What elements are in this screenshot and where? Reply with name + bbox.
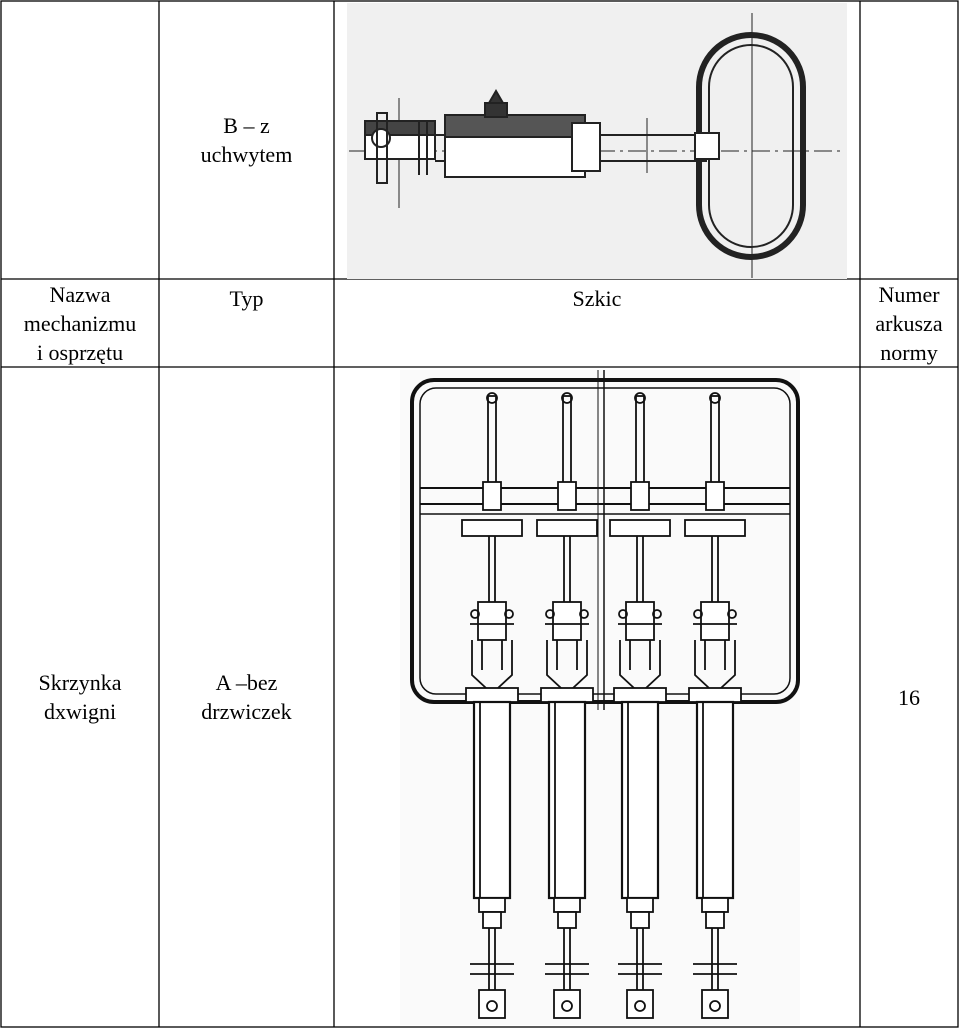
header-sheet-line1: Numer bbox=[878, 281, 940, 307]
main-row-name-cell: Skrzynka dxwigni bbox=[2, 368, 158, 1026]
sheet-number: 16 bbox=[898, 684, 920, 710]
header-sheet-line2: arkusza bbox=[875, 310, 943, 336]
type-b-line1: B – z bbox=[223, 113, 270, 138]
header-type-cell: Typ bbox=[160, 280, 333, 316]
type-a-line2: drzwiczek bbox=[201, 699, 292, 724]
type-b-line2: uchwytem bbox=[200, 142, 293, 167]
header-name-line2: mechanizmu bbox=[23, 310, 137, 336]
lever-box-drawing bbox=[400, 370, 800, 1025]
type-a-line1: A –bez bbox=[215, 670, 278, 695]
mechanism-name-line2: dxwigni bbox=[43, 699, 117, 724]
top-row-name-cell bbox=[2, 2, 158, 278]
main-row-type-cell: A –bez drzwiczek bbox=[160, 368, 333, 1026]
header-name-cell: Nazwa mechanizmu i osprzętu bbox=[2, 280, 158, 366]
handle-shackle-drawing bbox=[347, 3, 847, 279]
header-sketch-cell: Szkic bbox=[335, 280, 859, 316]
header-type-label: Typ bbox=[229, 285, 264, 311]
top-row-sheet-cell bbox=[861, 2, 957, 278]
main-row-sheet-cell: 16 bbox=[861, 368, 957, 1026]
header-sketch-label: Szkic bbox=[572, 285, 622, 311]
top-row-type-cell: B – z uchwytem bbox=[160, 2, 333, 278]
header-name-line1: Nazwa bbox=[49, 281, 111, 307]
header-sheet-line3: normy bbox=[880, 339, 938, 365]
header-name-line3: i osprzętu bbox=[36, 339, 124, 365]
header-sheet-cell: Numer arkusza normy bbox=[861, 280, 957, 366]
mechanism-name-line1: Skrzynka bbox=[38, 670, 122, 695]
